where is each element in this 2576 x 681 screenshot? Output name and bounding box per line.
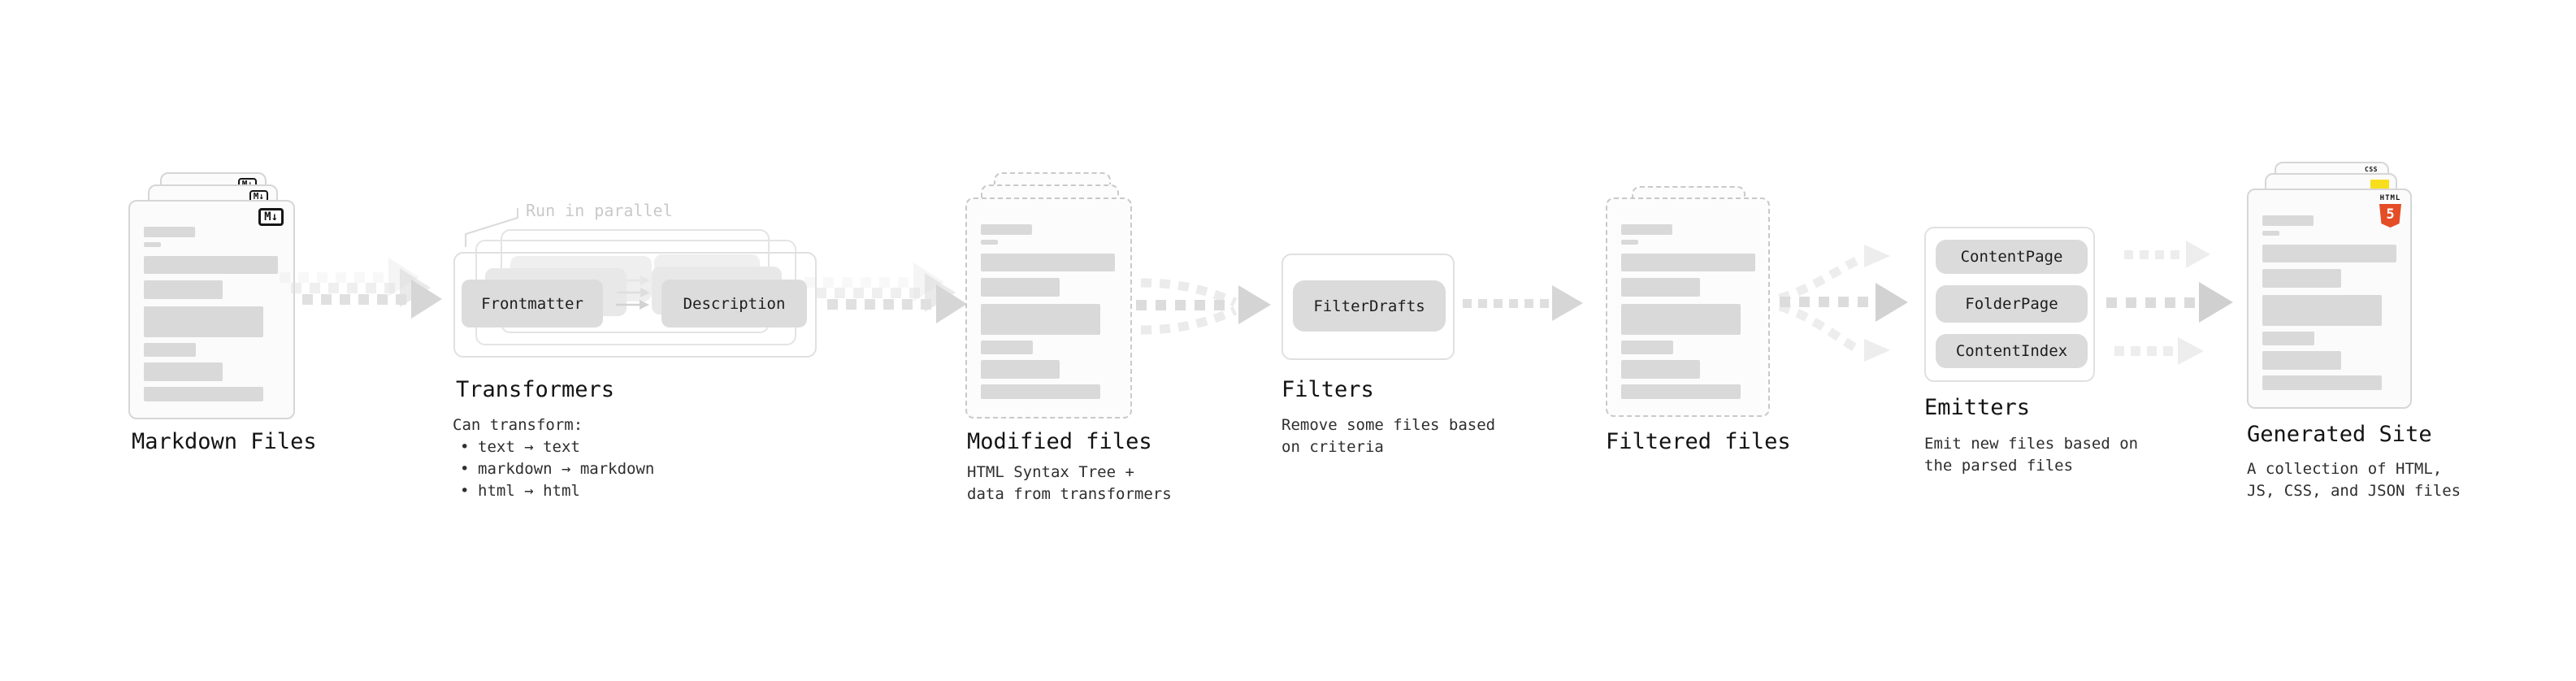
text-line-placeholder	[2262, 245, 2396, 262]
transformers-description: Can transform: •text → text •markdown → …	[453, 414, 654, 502]
transformers-label: Transformers	[456, 377, 615, 402]
flow-arrow-icon	[1463, 285, 1583, 321]
generated-site-label: Generated Site	[2247, 422, 2432, 447]
filters-label: Filters	[1281, 377, 1374, 402]
filters-description: Remove some files based on criteria	[1281, 416, 1496, 456]
flow-arrow-icon	[280, 258, 442, 319]
modified-files-description: HTML Syntax Tree + data from transformer…	[967, 463, 1172, 503]
text-line-placeholder	[981, 340, 1033, 354]
text-line-placeholder	[981, 384, 1100, 399]
can-transform-heading: Can transform:	[453, 416, 583, 434]
emitter-box-contentindex: ContentIndex	[1936, 334, 2088, 368]
text-line-placeholder	[981, 360, 1060, 379]
filtered-card-front	[1606, 197, 1770, 417]
text-line-placeholder	[1621, 384, 1741, 399]
filtered-files-label: Filtered files	[1606, 429, 1791, 454]
transformer-layer-outline	[453, 252, 817, 358]
markdown-card-front: M↓	[128, 200, 295, 419]
text-line-placeholder	[1621, 360, 1700, 379]
transform-bullet: •text → text	[460, 438, 580, 456]
text-line-placeholder	[1621, 304, 1741, 335]
text-line-placeholder	[1621, 240, 1638, 245]
transform-arrow-icon	[616, 300, 649, 310]
text-line-placeholder	[144, 306, 263, 337]
text-line-placeholder	[2262, 351, 2341, 370]
transform-bullet: •html → html	[460, 482, 580, 500]
text-line-placeholder	[2262, 332, 2314, 345]
emitters-panel: ContentPage FolderPage ContentIndex	[1924, 227, 2095, 382]
javascript-icon	[2370, 180, 2389, 189]
text-line-placeholder	[144, 362, 223, 381]
markdown-files-label: Markdown Files	[132, 429, 317, 454]
generated-site-description: A collection of HTML, JS, CSS, and JSON …	[2247, 460, 2461, 500]
transform-bullet: •markdown → markdown	[460, 460, 655, 478]
text-line-placeholder	[144, 242, 161, 247]
text-line-placeholder	[2262, 231, 2279, 236]
modified-files-label: Modified files	[967, 429, 1152, 454]
emitters-label: Emitters	[1924, 395, 2031, 420]
text-line-placeholder	[144, 280, 223, 299]
text-line-placeholder	[144, 387, 263, 401]
filters-panel: FilterDrafts	[1281, 254, 1455, 360]
run-in-parallel-annotation: Run in parallel	[526, 201, 673, 220]
fan-out-arrow-icon	[1778, 245, 1908, 362]
transformers-figure: Frontmatter Description	[453, 229, 819, 359]
text-line-placeholder	[144, 227, 195, 237]
text-line-placeholder	[1621, 340, 1673, 354]
description-box: Description	[661, 280, 807, 327]
emitters-description: Emit new files based on the parsed files	[1924, 435, 2139, 475]
text-line-placeholder	[144, 256, 278, 274]
text-line-placeholder	[981, 240, 998, 245]
emitter-box-contentpage: ContentPage	[1936, 240, 2088, 274]
flow-arrow-icon	[804, 262, 967, 323]
text-line-placeholder	[1621, 278, 1700, 297]
markdown-icon: M↓	[258, 208, 284, 226]
frontmatter-box: Frontmatter	[462, 280, 603, 327]
emitter-box-folderpage: FolderPage	[1936, 285, 2088, 323]
text-line-placeholder	[1621, 254, 1755, 271]
text-line-placeholder	[2262, 375, 2382, 390]
text-line-placeholder	[2262, 215, 2314, 226]
generated-card-front: HTML 5	[2247, 189, 2412, 409]
modified-card-front	[965, 197, 1132, 419]
leader-line	[465, 208, 518, 247]
html5-icon: HTML 5	[2379, 195, 2401, 228]
text-line-placeholder	[1621, 224, 1672, 235]
fan-in-arrow-icon	[1136, 278, 1271, 335]
text-line-placeholder	[981, 254, 1115, 271]
text-line-placeholder	[981, 224, 1032, 235]
text-line-placeholder	[981, 278, 1060, 297]
transform-arrow-icon	[617, 288, 650, 297]
text-line-placeholder	[981, 304, 1100, 335]
text-line-placeholder	[2262, 295, 2382, 326]
filterdrafts-box: FilterDrafts	[1293, 280, 1446, 332]
text-line-placeholder	[144, 343, 196, 357]
text-line-placeholder	[2262, 269, 2341, 288]
parallel-arrows-icon	[2106, 241, 2233, 365]
